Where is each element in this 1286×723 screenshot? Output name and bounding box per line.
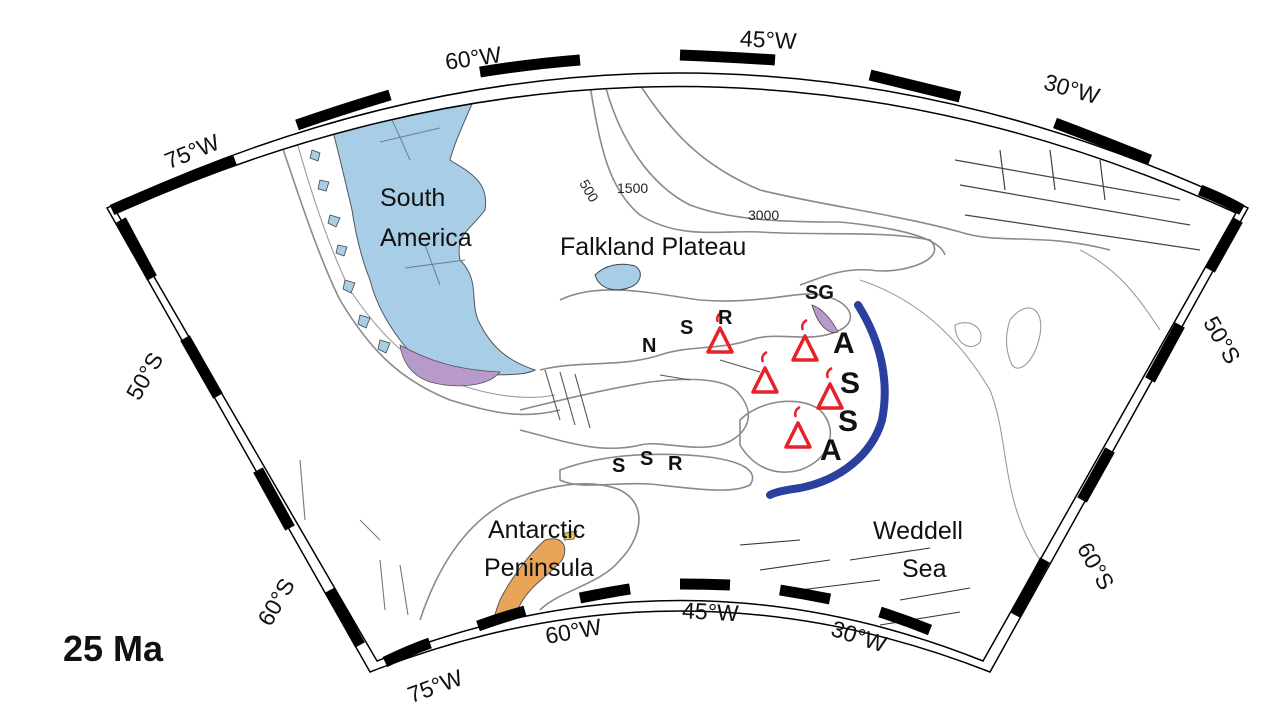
falkland-shelf-contour [539, 289, 852, 371]
contour-3000 [639, 86, 1111, 251]
region-label-peninsula: Peninsula [484, 554, 594, 582]
island-contour-east-a [954, 322, 982, 347]
map-content: 500 1500 3000 South America Falkland Pla… [279, 86, 1201, 651]
lineations-weddell [739, 539, 971, 626]
nsr-letter-s: S [680, 317, 693, 339]
south-america-gridlines [379, 114, 466, 286]
chilean-archipelago [309, 149, 391, 354]
asa-letter-a1: A [833, 327, 855, 360]
south-america-land [329, 86, 537, 379]
age-label: 25 Ma [63, 628, 164, 669]
right-axis-label-50s: 50°S [1198, 312, 1246, 368]
asa-letter-s1: S [840, 367, 860, 400]
asa-letter-s2: S [838, 405, 858, 438]
volcano-icon [706, 310, 734, 354]
volcano-icon [784, 405, 812, 449]
island-contour-east-b [1005, 307, 1042, 369]
frame-segments-bottom [382, 578, 933, 667]
eastern-contour [859, 279, 1041, 561]
south-sandwich-trench [766, 301, 889, 499]
contour-1500 [604, 86, 946, 256]
frame-outer [105, 72, 1250, 673]
left-axis-label-60s: 60°S [252, 574, 300, 630]
frame-segments-left [116, 217, 365, 648]
contour-500 [589, 86, 936, 286]
lineations-ne [954, 149, 1201, 251]
ssr-contour [559, 453, 754, 491]
south-america-outer-contour [279, 139, 561, 416]
region-label-south: South [380, 184, 445, 212]
bottom-axis-label-60w: 60°W [543, 613, 603, 648]
volcano-icon [751, 350, 779, 394]
top-axis-label-45w: 45°W [739, 25, 797, 54]
scotia-contour-a [519, 378, 749, 450]
region-label-america: America [380, 224, 472, 252]
region-label-sea: Sea [902, 555, 947, 583]
top-axis-label-30w: 30°W [1041, 69, 1103, 110]
frame-inner [115, 85, 1238, 662]
region-label-antarctic: Antarctic [488, 516, 585, 544]
lineations-scotia [544, 359, 761, 429]
antarctic-island [563, 530, 578, 541]
nsr-letter-r: R [718, 307, 733, 329]
antarctic-coast-contour [419, 483, 640, 621]
bottom-axis-label-75w: 75°W [404, 664, 466, 708]
lineations-sw [299, 459, 409, 616]
bottom-axis-label-45w: 45°W [682, 597, 740, 626]
map-interior [117, 86, 1236, 661]
falkland-islands [594, 263, 641, 291]
purple-terrane-sg [811, 304, 839, 333]
volcano-symbols [706, 310, 844, 449]
ssr-letter-s1: S [612, 455, 625, 477]
south-america-inner-contour [294, 134, 556, 399]
ssr-letter-s2: S [640, 448, 653, 470]
purple-terrane-sa [399, 344, 501, 387]
frame-segments-right [1010, 217, 1243, 618]
left-axis-label-50s: 50°S [121, 348, 169, 404]
right-axis-label-60s: 60°S [1072, 538, 1120, 594]
nsr-letter-n: N [642, 335, 656, 357]
ssr-letter-r: R [668, 453, 683, 475]
region-label-weddell: Weddell [873, 517, 963, 545]
fracture-zone-line [1079, 249, 1161, 331]
contour-label-1500: 1500 [617, 180, 648, 196]
asa-letter-a2: A [820, 434, 842, 467]
region-label-falkland-plateau: Falkland Plateau [560, 233, 746, 261]
volcano-icon [791, 318, 819, 362]
volcano-icon [816, 366, 844, 410]
scotia-contour-b [739, 400, 832, 473]
contour-label-3000: 3000 [748, 207, 779, 223]
sg-label: SG [805, 282, 834, 304]
frame-segments-top [109, 49, 1245, 216]
